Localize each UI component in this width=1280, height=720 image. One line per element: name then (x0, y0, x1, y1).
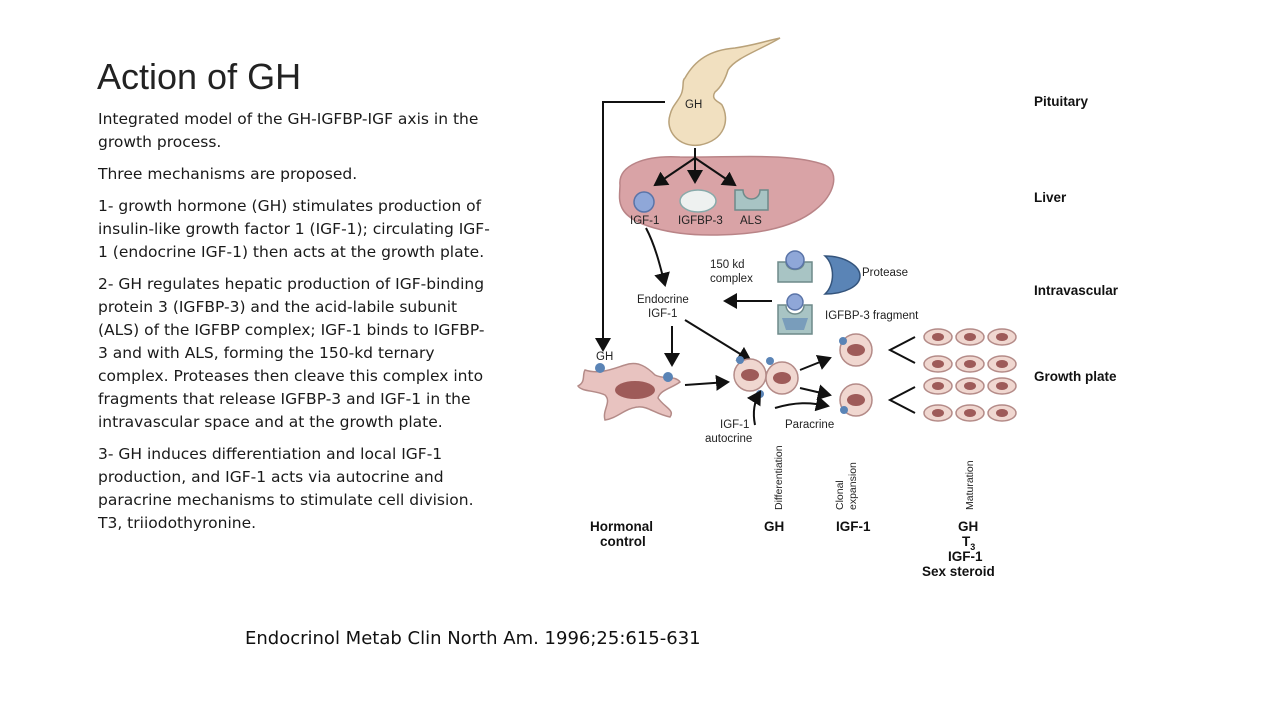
control-maturation-t3: T3 (962, 534, 975, 552)
paragraph-mechanism-3: 3- GH induces differentiation and local … (98, 445, 474, 532)
liver-igf1-label: IGF-1 (630, 215, 659, 227)
stem-cell-nucleus (615, 381, 655, 399)
expanded-cell-lower-nucleus (847, 394, 865, 406)
arrow-to-upper-cell (799, 355, 832, 371)
citation: Endocrinol Metab Clin North Am. 1996;25:… (245, 628, 701, 649)
paragraph-mechanism-2: 2- GH regulates hepatic production of IG… (98, 275, 485, 431)
endocrine-label-1: Endocrine (637, 294, 689, 306)
region-growth-plate: Growth plate (1034, 369, 1117, 384)
maturation-cells (923, 328, 1017, 422)
slide-title: Action of GH (97, 56, 302, 97)
fragment-igf1 (786, 293, 804, 311)
arrow-paracrine (774, 395, 830, 412)
pituitary-gh-label: GH (685, 99, 702, 111)
fragment-label: IGFBP-3 fragment (825, 310, 919, 322)
clonal-cell-2-nucleus (773, 372, 791, 384)
slide-body: Integrated model of the GH-IGFBP-IGF axi… (98, 108, 493, 544)
paragraph-mechanism-1: 1- growth hormone (GH) stimulates produc… (98, 197, 490, 261)
complex-label-2: complex (710, 273, 753, 285)
hormonal-control-1: Hormonal (590, 519, 653, 534)
fragment-igfbp3 (782, 318, 808, 330)
region-intravascular: Intravascular (1034, 283, 1119, 298)
autocrine-label-2: autocrine (705, 433, 752, 445)
liver (618, 155, 835, 236)
expanded-cell-lower-receptor (840, 406, 848, 414)
liver-igfbp3-label: IGFBP-3 (678, 215, 723, 227)
control-maturation-igf1: IGF-1 (948, 549, 983, 564)
paracrine-label: Paracrine (785, 419, 834, 431)
gh-axis-diagram: GH IGF-1 IGFBP-3 ALS 150 kd complex Prot… (576, 37, 1119, 579)
stage-maturation: Maturation (964, 460, 976, 510)
complex-label-1: 150 kd (710, 259, 745, 271)
complex-igf1 (785, 250, 805, 270)
stage-differentiation: Differentiation (773, 445, 785, 510)
control-maturation-sex-steroid: Sex steroid (922, 564, 995, 579)
arrow-gh-to-als (694, 157, 737, 187)
branch-upper (887, 336, 916, 364)
arrow-autocrine (746, 390, 762, 426)
arrow-endocrine-to-clonal (684, 319, 752, 362)
protease-icon (823, 255, 861, 295)
clonal-receptor-2 (766, 357, 774, 365)
stem-cell-gh-receptor (595, 363, 605, 373)
region-pituitary: Pituitary (1034, 94, 1089, 109)
igfbp3-molecule-liver (679, 189, 717, 213)
liver-als-label: ALS (740, 215, 762, 227)
als-molecule-liver (734, 189, 769, 211)
control-gh: GH (764, 519, 784, 534)
stage-clonal-1: Clonal (834, 480, 846, 510)
arrow-to-lower-cell (799, 384, 832, 401)
igf1-molecule-liver (633, 191, 655, 213)
region-liver: Liver (1034, 190, 1067, 205)
autocrine-label-1: IGF-1 (720, 419, 749, 431)
hormonal-control-2: control (600, 534, 646, 549)
endocrine-label-2: IGF-1 (648, 308, 677, 320)
control-igf1: IGF-1 (836, 519, 871, 534)
paragraph-mechanisms: Three mechanisms are proposed. (98, 165, 358, 183)
arrow-differentiation (684, 374, 730, 391)
stage-clonal-2: expansion (847, 462, 859, 510)
arrow-liver-to-endocrine (645, 227, 670, 287)
clonal-cell-1-nucleus (741, 369, 759, 381)
control-maturation-gh: GH (958, 519, 978, 534)
pituitary-gland (668, 37, 781, 146)
left-gh-label: GH (596, 351, 613, 363)
expanded-cell-upper-nucleus (847, 344, 865, 356)
paragraph-intro: Integrated model of the GH-IGFBP-IGF axi… (98, 110, 479, 151)
clonal-receptor-1 (736, 356, 744, 364)
arrow-gh-to-igf1 (653, 157, 696, 187)
expanded-cell-upper-receptor (839, 337, 847, 345)
stem-cell-receptor (663, 372, 673, 382)
protease-label: Protease (862, 267, 908, 279)
branch-lower (887, 386, 916, 414)
arrow-gh-to-growth-plate (595, 101, 665, 352)
